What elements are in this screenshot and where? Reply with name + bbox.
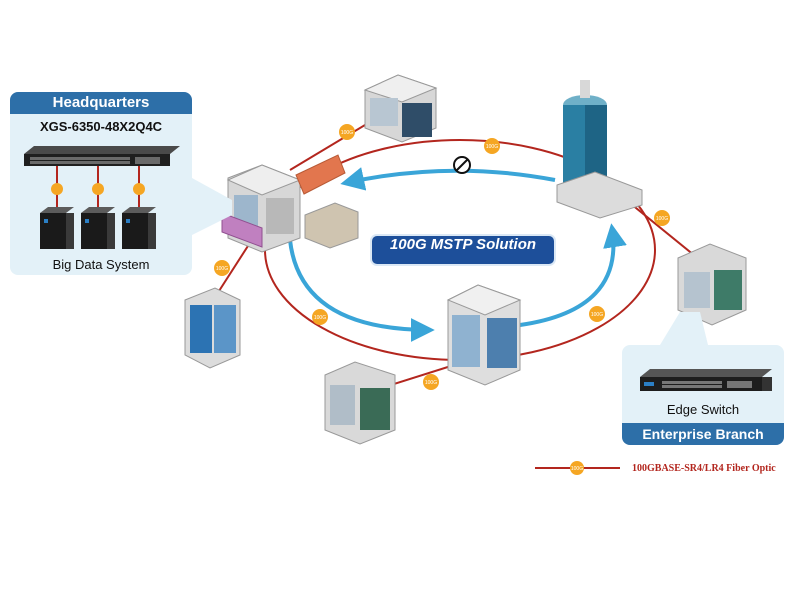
server-icon [122,207,156,249]
hq-equipment [24,146,180,249]
headquarters-panel: Headquarters XGS-6350-48X2Q4C Big Data S… [10,92,192,275]
branch-building [677,243,747,326]
svg-text:100G: 100G [571,466,583,472]
headquarters-title: Headquarters [10,92,192,114]
core-switch-icon [24,146,180,166]
svg-text:100G: 100G [486,144,498,150]
mstp-arrows [288,167,627,342]
edge-switch-caption: Edge Switch [666,402,740,417]
svg-text:100G: 100G [341,130,353,136]
switch-model-label: XGS-6350-48X2Q4C [39,119,163,134]
office-building-top [363,74,438,143]
link-badge: 100G [484,138,500,154]
link-badge: 100G [339,124,355,140]
office-building-bottom [324,361,396,445]
link-badge: 100G [423,374,439,390]
big-data-caption: Big Data System [52,257,150,272]
svg-text:100G: 100G [591,312,603,318]
solution-title: 100G MSTP Solution [372,236,554,264]
link-badge: 100G [589,306,605,322]
hq-callout [192,178,232,235]
server-icon [81,207,115,249]
edge-switch-icon [640,369,772,391]
branch-callout [660,312,708,345]
blocked-port-icon [453,156,471,174]
link-badge: 100G [654,210,670,226]
server-icon [40,207,74,249]
center-building [446,284,522,386]
branch-panel: Edge Switch Enterprise Branch [622,345,784,445]
glass-building-left [184,287,241,369]
link-badges: 100G 100G 100G 100G 100G 100G 100G [214,124,670,390]
legend-line: 100G [535,461,620,475]
hq-building [221,154,359,253]
tower-building [556,80,643,219]
svg-text:100G: 100G [216,266,228,272]
svg-text:100G: 100G [314,315,326,321]
link-badge: 100G [312,309,328,325]
svg-text:100G: 100G [656,216,668,222]
link-badge: 100G [214,260,230,276]
branch-title: Enterprise Branch [622,423,784,445]
svg-text:100G: 100G [425,380,437,386]
legend-label: 100GBASE-SR4/LR4 Fiber Optic [632,463,776,474]
